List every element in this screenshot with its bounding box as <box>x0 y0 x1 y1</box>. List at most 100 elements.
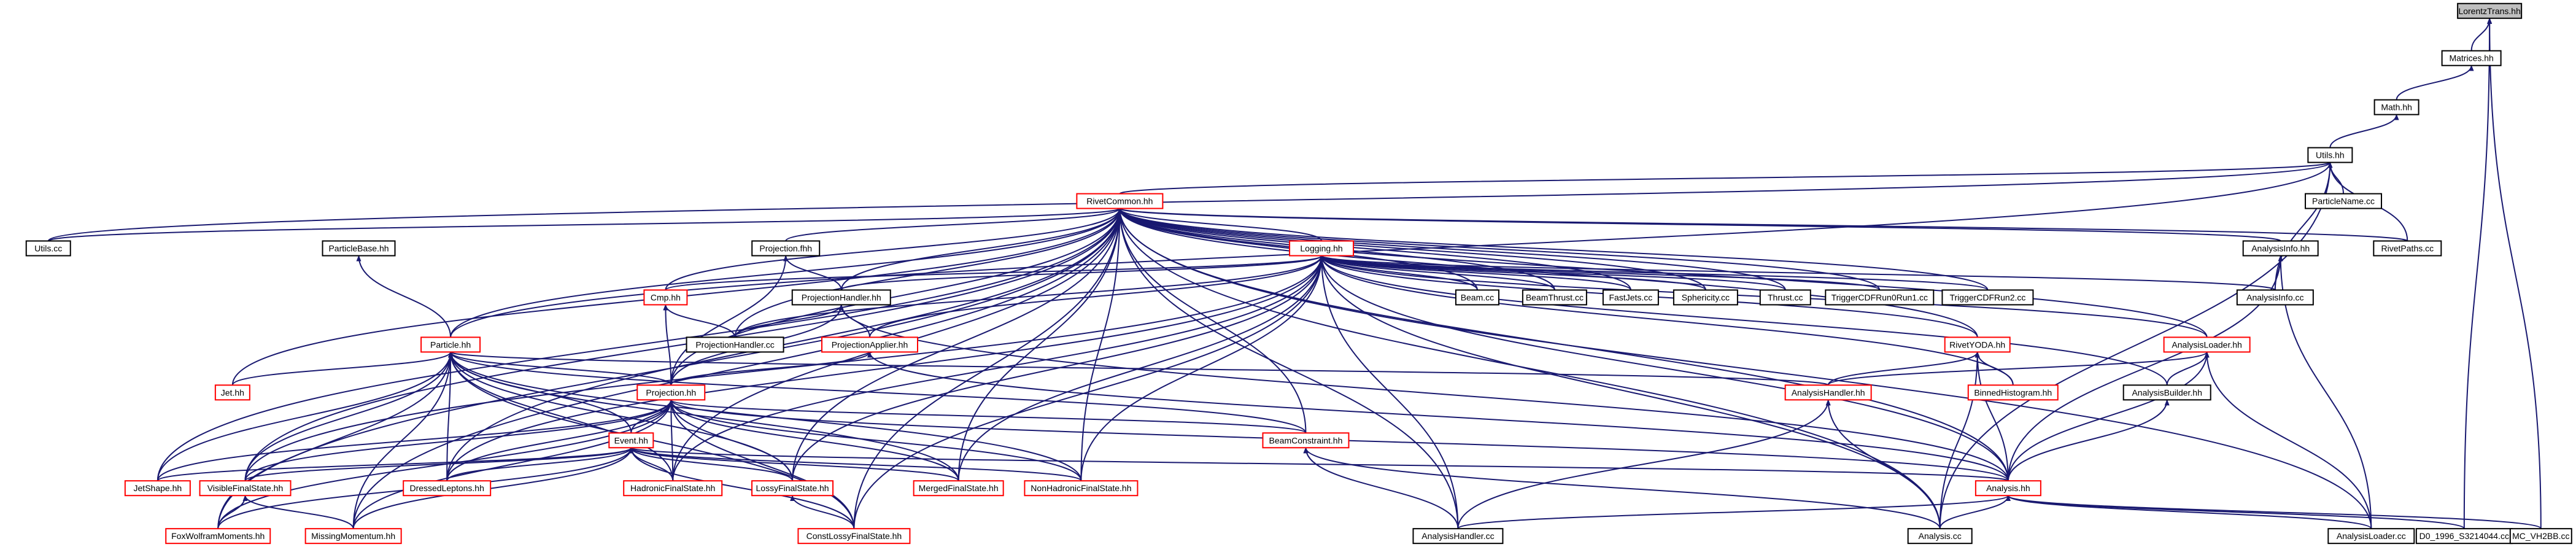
file-node[interactable]: FastJets.cc <box>1602 289 1659 306</box>
file-node[interactable]: Jet.hh <box>214 384 250 401</box>
dependency-edge <box>1319 255 1706 291</box>
file-node[interactable]: RivetYODA.hh <box>1944 336 2011 353</box>
dependency-edge <box>663 304 672 386</box>
file-node[interactable]: MC_VH2BB.cc <box>2509 528 2572 545</box>
file-node[interactable]: FoxWolframMoments.hh <box>165 528 271 545</box>
file-node[interactable]: Sphericity.cc <box>1673 289 1738 306</box>
file-node[interactable]: AnalysisHandler.cc <box>1412 528 1504 545</box>
file-node-box <box>608 432 654 449</box>
file-node[interactable]: ProjectionApplier.hh <box>821 336 918 353</box>
file-node[interactable]: AnalysisLoader.cc <box>2327 528 2415 545</box>
dependency-edge <box>668 399 959 481</box>
file-node-box <box>686 336 784 353</box>
dependency-edge <box>1319 255 2009 481</box>
dependency-edge <box>446 447 634 481</box>
dependency-edge <box>1319 255 1989 291</box>
file-node[interactable]: AnalysisHandler.hh <box>1784 384 1872 401</box>
file-node[interactable]: BeamThrust.cc <box>1522 289 1587 306</box>
file-node[interactable]: MergedFinalState.hh <box>913 480 1004 497</box>
file-node[interactable]: DressedLeptons.hh <box>403 480 492 497</box>
file-node[interactable]: AnalysisBuilder.hh <box>2122 384 2211 401</box>
file-node[interactable]: Matrices.hh <box>2441 50 2502 66</box>
dependency-edge <box>1119 161 2332 195</box>
file-node[interactable]: ParticleBase.hh <box>322 240 396 257</box>
dependency-edge <box>840 208 1123 290</box>
dependency-edge <box>450 208 1123 338</box>
file-node-label: AnalysisBuilder.hh <box>2132 387 2202 397</box>
dependency-edge <box>668 399 794 481</box>
dependency-edge <box>352 351 454 529</box>
file-node-box <box>1907 528 1973 545</box>
file-node[interactable]: NonHadronicFinalState.hh <box>1024 480 1139 497</box>
file-node-label: Jet.hh <box>221 387 244 397</box>
dependency-edge <box>1827 351 1980 386</box>
dependency-edge <box>1319 255 2168 386</box>
file-node[interactable]: AnalysisInfo.cc <box>2236 289 2314 306</box>
file-node[interactable]: JetShape.hh <box>124 480 191 497</box>
file-node[interactable]: ConstLossyFinalState.hh <box>797 528 911 545</box>
dependency-edge <box>663 304 736 338</box>
file-node[interactable]: BinnedHistogram.hh <box>1967 384 2059 401</box>
dependency-edge <box>629 447 1082 482</box>
file-node[interactable]: BeamConstraint.hh <box>1262 432 1350 449</box>
file-node[interactable]: Logging.hh <box>1289 240 1355 257</box>
file-node[interactable]: D0_1996_S3214044.cc <box>2415 528 2513 545</box>
file-node[interactable]: AnalysisInfo.hh <box>2242 240 2319 257</box>
file-node-box <box>1944 336 2011 353</box>
file-node-label: Logging.hh <box>1300 244 1342 254</box>
file-node[interactable]: Utils.hh <box>2307 147 2353 163</box>
file-node[interactable]: TriggerCDFRun2.cc <box>1941 289 2034 306</box>
file-node[interactable]: ProjectionHandler.hh <box>791 289 891 306</box>
dependency-edge <box>734 255 1324 338</box>
file-node[interactable]: VisibleFinalState.hh <box>199 480 292 497</box>
file-node-label: ParticleBase.hh <box>328 244 389 254</box>
file-node[interactable]: Analysis.cc <box>1907 528 1973 545</box>
file-node[interactable]: Utils.cc <box>25 240 71 257</box>
file-node[interactable]: RivetPaths.cc <box>2373 240 2442 257</box>
file-node-label: TriggerCDFRun2.cc <box>1949 292 2025 302</box>
dependency-edge <box>1457 399 1831 529</box>
file-node[interactable]: LossyFinalState.hh <box>751 480 834 497</box>
file-node[interactable]: Projection.fhh <box>751 240 821 257</box>
dependency-edge <box>446 351 454 481</box>
file-node[interactable]: ProjectionHandler.cc <box>686 336 784 353</box>
file-node[interactable]: Projection.hh <box>636 384 706 401</box>
file-node[interactable]: Beam.cc <box>1455 289 1499 306</box>
file-node[interactable]: HadronicFinalState.hh <box>623 480 723 497</box>
file-node[interactable]: AnalysisLoader.hh <box>2163 336 2251 353</box>
file-node[interactable]: Thrust.cc <box>1759 289 1811 306</box>
dependency-edge <box>790 495 855 529</box>
file-node[interactable]: Particle.hh <box>420 336 481 353</box>
file-node: LorentzTrans.hh <box>2457 2 2523 19</box>
file-node-box <box>1673 289 1738 306</box>
dependency-edge <box>448 351 672 386</box>
file-node[interactable]: Math.hh <box>2373 99 2419 115</box>
file-node[interactable]: MissingMomentum.hh <box>304 528 402 545</box>
dependency-edge <box>448 351 1829 386</box>
file-node-label: AnalysisLoader.hh <box>2172 339 2241 349</box>
file-node[interactable]: Cmp.hh <box>643 289 688 306</box>
file-node-label: AnalysisInfo.hh <box>2251 244 2310 254</box>
dependency-edge <box>244 447 634 482</box>
file-node[interactable]: ParticleName.cc <box>2305 193 2383 209</box>
dependency-edge <box>2166 351 2210 386</box>
file-node[interactable]: Analysis.hh <box>1975 480 2041 497</box>
file-node-label: Analysis.cc <box>1919 531 1962 541</box>
dependency-edge <box>2396 64 2474 100</box>
dependency-edge <box>1117 208 1989 290</box>
dependency-edge <box>1319 255 1459 529</box>
file-node[interactable]: Event.hh <box>608 432 654 449</box>
file-node-label: ProjectionApplier.hh <box>832 339 908 349</box>
dependency-edge <box>853 255 1325 529</box>
file-node-label: Matrices.hh <box>2449 53 2493 63</box>
file-node[interactable]: RivetCommon.hh <box>1076 193 1164 209</box>
file-node-box <box>1967 384 2059 401</box>
file-node-box <box>1412 528 1504 545</box>
file-node-label: LossyFinalState.hh <box>756 483 829 493</box>
file-node-label: Projection.hh <box>646 387 696 397</box>
file-node[interactable]: TriggerCDFRun0Run1.cc <box>1825 289 1935 306</box>
dependency-edge <box>1939 161 2333 529</box>
dependency-edge <box>47 208 1122 242</box>
dependency-edge <box>2463 17 2493 529</box>
